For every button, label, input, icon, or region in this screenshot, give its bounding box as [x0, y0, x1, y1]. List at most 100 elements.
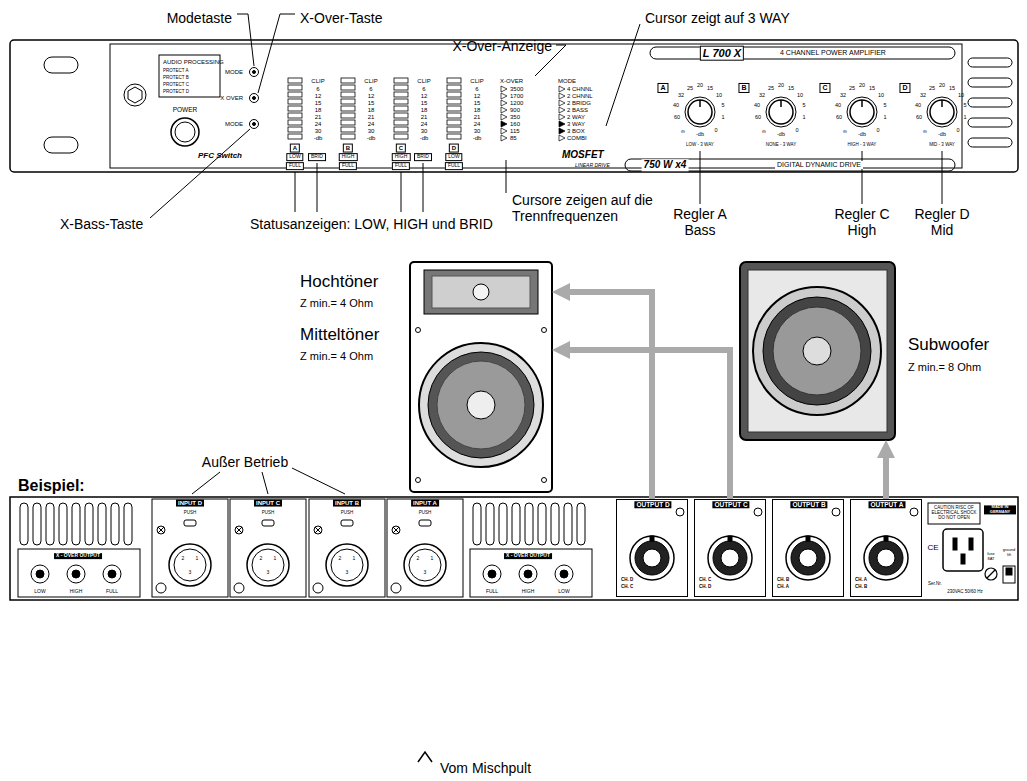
panel-label: FULL	[445, 162, 463, 170]
panel-label: 5	[802, 102, 805, 108]
panel-label: ∞	[762, 128, 766, 134]
led	[288, 113, 302, 118]
panel-label: 5	[721, 102, 724, 108]
panel-label: 18	[368, 107, 375, 114]
led	[447, 127, 461, 132]
panel-label: 15	[421, 100, 428, 107]
callout-text: Cursor zeigt auf 3 WAY	[645, 10, 790, 26]
vent-slot	[473, 503, 481, 545]
panel-label: POWER	[173, 106, 198, 113]
panel-label: PFC Switch	[198, 151, 242, 160]
panel-label: PROTECT B	[163, 75, 189, 80]
speakon-notch	[884, 536, 888, 541]
led	[394, 106, 408, 111]
output-socket-box: OUTPUT DCH. DCH. C	[616, 499, 688, 597]
panel-label: -db	[938, 131, 946, 137]
cabinet-screw	[542, 328, 547, 333]
knob	[688, 100, 712, 124]
led	[288, 92, 302, 97]
speakon-ring	[635, 541, 669, 575]
panel-label: 5	[963, 102, 966, 108]
panel-label: 160	[510, 121, 520, 128]
cabinet-screw	[542, 478, 547, 483]
panel-label: 2	[260, 556, 263, 562]
leader-line	[317, 163, 318, 212]
node-heading: OUTPUT C	[712, 501, 749, 508]
woofer-cone	[428, 352, 534, 458]
node-text: Z min.= 4 Ohm	[300, 350, 373, 363]
led	[341, 120, 355, 125]
speakon-socket	[708, 536, 752, 580]
panel-label: 24	[315, 121, 322, 128]
panel-label: 2	[182, 556, 185, 562]
vent-slot	[111, 503, 119, 545]
cursor-triangle	[501, 93, 507, 99]
panel-label: -db	[777, 131, 785, 137]
screw-cross	[393, 527, 399, 533]
vent-slot	[968, 58, 1012, 67]
panel-label: 20	[939, 82, 945, 88]
panel-label: 900	[510, 107, 520, 114]
panel-label: 32	[920, 92, 926, 98]
vent-slot	[124, 503, 132, 545]
screw-cross	[236, 527, 242, 533]
panel-screw	[832, 508, 840, 516]
panel-label: 2 BASS	[567, 107, 588, 114]
leader-line	[192, 472, 220, 494]
panel-label: 60	[674, 114, 680, 120]
callout-text: Statusanzeigen: LOW, HIGH und BRID	[250, 216, 493, 232]
subwoofer-front	[748, 270, 887, 432]
panel-label: -db	[314, 135, 323, 142]
led	[447, 78, 461, 83]
leader-line	[862, 151, 863, 204]
panel-label: MODE	[558, 78, 576, 85]
panel-label: B	[738, 83, 749, 93]
node-text: CH. B	[777, 577, 789, 582]
panel-label: 2	[339, 556, 342, 562]
panel-label: 20	[697, 82, 703, 88]
panel-label: 2	[417, 556, 420, 562]
jack-socket	[234, 583, 244, 593]
panel-label: INPUT C	[254, 500, 282, 507]
panel-label: A	[657, 83, 668, 93]
jack-socket	[391, 583, 401, 593]
panel-label: 15	[368, 100, 375, 107]
panel-label: 18	[315, 107, 322, 114]
panel-label: X OVER	[220, 95, 243, 102]
led	[341, 78, 355, 83]
leader-line	[606, 24, 640, 126]
jack-hole	[560, 570, 568, 578]
jack-hole	[524, 570, 532, 578]
vent-slot	[968, 78, 1012, 87]
panel-label: HIGH	[392, 153, 411, 161]
node-heading: Subwoofer	[908, 335, 989, 355]
led	[394, 78, 408, 83]
panel-label: 15	[788, 85, 794, 91]
panel-screw	[392, 526, 400, 534]
panel-label: 1	[802, 114, 805, 120]
power-button-inner	[175, 122, 195, 142]
panel-label: 20	[859, 82, 865, 88]
panel-label: 15	[315, 100, 322, 107]
panel-label: 12	[474, 93, 481, 100]
leader-line	[423, 163, 424, 212]
panel-label: 24	[421, 121, 428, 128]
cursor-triangle	[559, 114, 565, 120]
panel-label: 3	[346, 570, 349, 576]
panel-label: 12	[421, 93, 428, 100]
speakon-ring	[713, 541, 747, 575]
tweeter-horn	[424, 270, 538, 314]
woofer-surround	[419, 343, 543, 467]
leader-line	[258, 14, 295, 93]
panel-label: 12	[368, 93, 375, 100]
panel-label: 1	[274, 556, 277, 562]
panel-label: PROTECT C	[163, 82, 189, 87]
callout-text: Vom Mischpult	[440, 760, 531, 776]
node-text: Mitteltöner	[300, 325, 379, 345]
cursor-triangle	[559, 135, 565, 141]
panel-label: MODE	[225, 69, 243, 76]
panel-label: 3500	[510, 86, 523, 93]
cursor-triangle	[501, 128, 507, 134]
brand-band	[625, 159, 955, 171]
panel-label: FULL	[106, 589, 118, 595]
